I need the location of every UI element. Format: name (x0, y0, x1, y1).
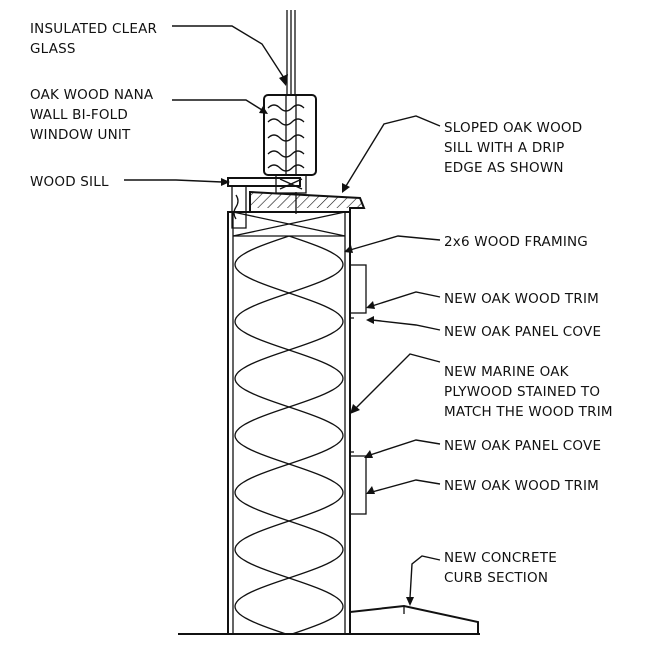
label-window-unit: OAK WOOD NANA WALL BI-FOLD WINDOW UNIT (30, 87, 154, 143)
label-wood-sill: WOOD SILL (30, 174, 109, 190)
svg-text:MATCH THE WOOD TRIM: MATCH THE WOOD TRIM (444, 404, 613, 420)
label-trim-upper: NEW OAK WOOD TRIM (444, 291, 599, 307)
oak-trim-lower (349, 451, 367, 515)
concrete-curb (349, 604, 479, 634)
label-trim-lower: NEW OAK WOOD TRIM (444, 478, 599, 494)
wall-assembly (227, 211, 351, 635)
svg-text:GLASS: GLASS (30, 41, 76, 57)
label-curb: NEW CONCRETE CURB SECTION (444, 550, 557, 586)
svg-text:WALL BI-FOLD: WALL BI-FOLD (30, 107, 128, 123)
insulation-batt (234, 236, 344, 635)
sloped-oak-sill (249, 190, 366, 214)
label-sloped-sill: SLOPED OAK WOOD SILL WITH A DRIP EDGE AS… (444, 120, 582, 176)
svg-text:NEW OAK PANEL COVE: NEW OAK PANEL COVE (444, 438, 601, 454)
wood-sill (227, 177, 301, 229)
label-plywood: NEW MARINE OAK PLYWOOD STAINED TO MATCH … (444, 364, 613, 420)
svg-text:SLOPED OAK WOOD: SLOPED OAK WOOD (444, 120, 582, 136)
svg-text:2x6 WOOD FRAMING: 2x6 WOOD FRAMING (444, 234, 588, 250)
svg-text:EDGE AS SHOWN: EDGE AS SHOWN (444, 160, 564, 176)
window-unit-block (263, 94, 317, 194)
svg-text:WOOD SILL: WOOD SILL (30, 174, 109, 190)
label-framing: 2x6 WOOD FRAMING (444, 234, 588, 250)
oak-trim-upper (349, 264, 367, 319)
svg-text:NEW CONCRETE: NEW CONCRETE (444, 550, 557, 566)
svg-text:NEW OAK PANEL COVE: NEW OAK PANEL COVE (444, 324, 601, 340)
label-cove-lower: NEW OAK PANEL COVE (444, 438, 601, 454)
svg-text:NEW OAK WOOD TRIM: NEW OAK WOOD TRIM (444, 291, 599, 307)
svg-text:SILL WITH A DRIP: SILL WITH A DRIP (444, 140, 565, 156)
svg-text:OAK WOOD NANA: OAK WOOD NANA (30, 87, 154, 103)
svg-text:NEW MARINE OAK: NEW MARINE OAK (444, 364, 570, 380)
svg-text:PLYWOOD STAINED TO: PLYWOOD STAINED TO (444, 384, 600, 400)
label-glass: INSULATED CLEAR GLASS (30, 21, 157, 57)
svg-text:NEW OAK WOOD TRIM: NEW OAK WOOD TRIM (444, 478, 599, 494)
svg-text:CURB SECTION: CURB SECTION (444, 570, 548, 586)
label-cove-upper: NEW OAK PANEL COVE (444, 324, 601, 340)
leader-lines (124, 25, 441, 606)
svg-text:INSULATED CLEAR: INSULATED CLEAR (30, 21, 157, 37)
svg-text:WINDOW UNIT: WINDOW UNIT (30, 127, 131, 143)
glass-pane (286, 10, 296, 95)
